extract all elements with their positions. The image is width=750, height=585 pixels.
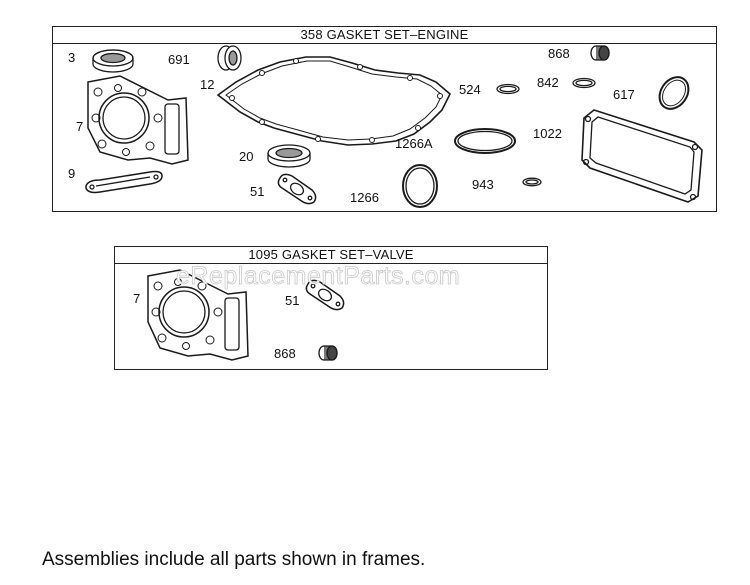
o-ring-617-drawing <box>658 76 690 110</box>
crankcase-gasket-12-drawing <box>216 56 451 146</box>
part-label-524: 524 <box>459 82 481 97</box>
assemblies-footnote: Assemblies include all parts shown in fr… <box>42 549 426 570</box>
part-label-1022: 1022 <box>533 126 562 141</box>
o-ring-1266a-drawing <box>454 128 516 154</box>
part-label-1266: 1266 <box>350 190 379 205</box>
o-ring-1266-drawing <box>402 164 438 208</box>
o-ring-842-drawing <box>572 77 596 89</box>
part-label-12: 12 <box>200 77 215 92</box>
part-label-842: 842 <box>537 75 559 90</box>
part-label-3: 3 <box>68 50 76 65</box>
head-gasket-7-drawing <box>87 75 189 165</box>
part-label-51: 51 <box>250 184 265 199</box>
oil-seal-3-drawing <box>92 49 134 73</box>
part-label-691: 691 <box>168 52 190 67</box>
valve-seal-868-drawing <box>590 45 610 61</box>
valve-gasket-set-title: 1095 GASKET SET–VALVE <box>115 247 547 264</box>
engine-gasket-set-title: 358 GASKET SET–ENGINE <box>53 27 716 44</box>
part-label-9: 9 <box>68 166 76 181</box>
exhaust-gasket-51-drawing <box>277 173 317 205</box>
valve-part-label-7: 7 <box>133 291 141 306</box>
exhaust-gasket-51-valve-drawing <box>305 279 345 311</box>
valve-seal-868-valve-drawing <box>318 345 338 361</box>
part-label-943: 943 <box>472 177 494 192</box>
valve-cover-gasket-1022-drawing <box>581 109 703 203</box>
part-label-617: 617 <box>613 87 635 102</box>
head-gasket-7-valve-drawing <box>147 269 249 361</box>
part-label-1266a: 1266A <box>395 136 433 151</box>
part-label-20: 20 <box>239 149 254 164</box>
intake-gasket-9-drawing <box>85 170 163 194</box>
valve-part-label-868: 868 <box>274 346 296 361</box>
oil-seal-20-drawing <box>267 144 311 168</box>
oil-seal-691-drawing <box>217 45 242 71</box>
o-ring-524-drawing <box>496 83 520 95</box>
o-ring-943-drawing <box>522 177 542 187</box>
part-label-868: 868 <box>548 46 570 61</box>
watermark: eReplacementParts.com <box>176 262 461 291</box>
part-label-7: 7 <box>76 119 84 134</box>
valve-part-label-51: 51 <box>285 293 300 308</box>
